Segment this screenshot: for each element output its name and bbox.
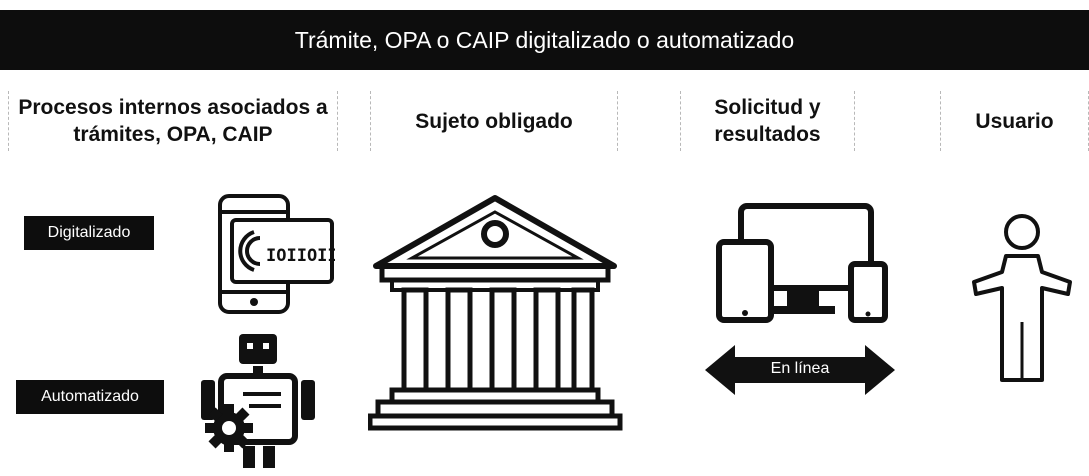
column-header-procesos: Procesos internos asociados a trámites, … — [8, 91, 338, 151]
svg-text:IOIIOII: IOIIOII — [266, 246, 335, 266]
column-header-sujeto: Sujeto obligado — [370, 91, 618, 151]
double-arrow-icon — [705, 345, 895, 395]
column-header-solicitud: Solicitud y resultados — [680, 91, 855, 151]
column-header-usuario: Usuario — [940, 91, 1089, 151]
title-banner: Trámite, OPA o CAIP digitalizado o autom… — [0, 10, 1089, 70]
column-header-label: Usuario — [975, 109, 1054, 133]
row-label-automatizado: Automatizado — [16, 380, 164, 414]
column-header-label: Solicitud y resultados — [714, 96, 821, 146]
column-header-label: Procesos internos asociados a trámites, … — [18, 96, 328, 146]
robot-gear-icon — [201, 334, 315, 468]
row-label-text: Digitalizado — [47, 224, 131, 241]
connection-label: En línea — [770, 360, 830, 377]
title-text: Trámite, OPA o CAIP digitalizado o autom… — [294, 26, 795, 53]
devices-icon — [716, 203, 888, 323]
row-label-text: Automatizado — [41, 388, 139, 405]
row-label-digitalizado: Digitalizado — [24, 216, 154, 250]
phone-binary-card-icon: IOIIOII — [218, 194, 335, 314]
column-header-label: Sujeto obligado — [415, 109, 573, 133]
government-building-icon — [368, 195, 623, 431]
user-shrug-icon — [972, 214, 1072, 382]
